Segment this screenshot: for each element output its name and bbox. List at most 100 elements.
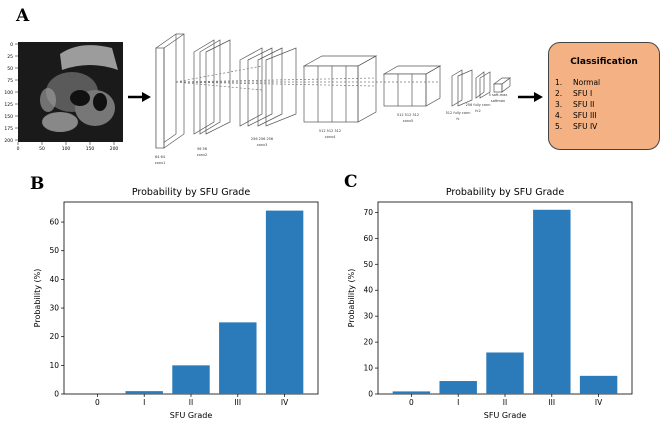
ultrasound-y-tick: 50 — [7, 66, 13, 72]
ultrasound-y-tick: 200 — [4, 138, 13, 144]
x-tick-label: I — [143, 398, 145, 407]
layer-name-conv3: conv3 — [257, 143, 268, 147]
ultrasound-y-tick: 75 — [7, 78, 13, 84]
classification-item: 5. SFU IV — [555, 121, 600, 132]
layer-name-fc: fc — [456, 117, 459, 121]
ultrasound-x-tick: 0 — [17, 146, 20, 152]
bar-IV — [265, 210, 304, 394]
bar-III — [219, 322, 257, 394]
y-axis-label: Probability (%) — [33, 269, 42, 328]
classification-title: Classification — [570, 57, 638, 67]
layer-block-conv1 — [155, 33, 185, 149]
y-tick-label: 10 — [49, 361, 59, 370]
y-tick-label: 60 — [49, 218, 59, 227]
classification-item-label: SFU IV — [573, 122, 598, 131]
x-tick-label: 0 — [95, 398, 100, 407]
layer-dims-conv4: 512 512 512 — [319, 129, 341, 133]
panel-label-b: B — [30, 174, 45, 194]
classification-item: 3. SFU II — [555, 99, 600, 110]
bar-II — [172, 365, 210, 394]
x-tick-label: I — [457, 398, 459, 407]
y-tick-label: 30 — [363, 312, 373, 321]
layer-dims-fc: 512 fully conn — [446, 111, 471, 115]
ultrasound-y-tick: 175 — [4, 126, 13, 132]
x-tick-label: IV — [595, 398, 603, 407]
layer-name-fc2: fc2 — [475, 109, 480, 113]
y-tick-label: 50 — [363, 260, 373, 269]
classification-item-number: 5. — [555, 122, 563, 131]
bar-III — [533, 209, 571, 394]
y-tick-label: 70 — [363, 208, 373, 217]
bar-II — [486, 352, 524, 394]
y-tick-label: 0 — [54, 390, 59, 399]
layer-name-conv2: conv2 — [197, 153, 208, 157]
y-tick-label: 60 — [363, 234, 373, 243]
y-tick-label: 50 — [49, 246, 59, 255]
layer-dims-conv5: 512 512 512 — [397, 113, 419, 117]
x-tick-label: III — [548, 398, 555, 407]
layer-name-conv5: conv5 — [403, 119, 414, 123]
y-tick-label: 0 — [368, 390, 373, 399]
classification-item: 1. Normal — [555, 77, 600, 88]
classification-item-number: 3. — [555, 100, 563, 109]
network-layers — [155, 33, 512, 149]
classification-list: 1. Normal 2. SFU I 3. SFU II 4. SFU III 5. SFU IV — [555, 77, 600, 132]
layer-dims-softmax: 5 soft-max — [489, 93, 508, 97]
layer-block-conv3 — [239, 47, 297, 127]
classification-item-label: SFU III — [573, 111, 597, 120]
ultrasound-x-tick: 150 — [86, 146, 95, 152]
layer-dims-conv3: 256 256 256 — [251, 137, 273, 141]
layer-name-softmax: softmax — [491, 99, 505, 103]
y-tick-label: 20 — [363, 338, 373, 347]
classification-item-label: SFU II — [573, 100, 595, 109]
classification-item: 2. SFU I — [555, 88, 600, 99]
y-tick-label: 30 — [49, 304, 59, 313]
arrow-to-classification — [518, 92, 543, 102]
layer-block-conv5 — [382, 65, 442, 107]
y-tick-label: 40 — [49, 275, 59, 284]
x-axis-label: SFU Grade — [170, 411, 213, 420]
chart-title: Probability by SFU Grade — [132, 187, 250, 198]
ultrasound-y-tick: 125 — [4, 102, 13, 108]
y-axis-label: Probability (%) — [347, 269, 356, 328]
layer-dims-conv2: 56 56 — [197, 147, 207, 151]
y-tick-label: 10 — [363, 364, 373, 373]
layer-name-conv4: conv4 — [325, 135, 336, 139]
panel-label-a: A — [16, 6, 30, 26]
ultrasound-y-tick: 150 — [4, 114, 13, 120]
ultrasound-y-tick: 0 — [10, 42, 13, 48]
classification-item-label: Normal — [573, 78, 601, 87]
layer-block-fc — [451, 69, 512, 107]
bar-0 — [392, 391, 431, 394]
bar-I — [125, 391, 163, 394]
ultrasound-x-tick: 100 — [62, 146, 71, 152]
ultrasound-y-tick: 25 — [7, 54, 13, 60]
classification-item-label: SFU I — [573, 89, 593, 98]
chart-c: Probability by SFU Grade0102030405060700… — [347, 187, 633, 420]
receptive-field-lines — [175, 65, 440, 91]
ultrasound-y-tick: 100 — [4, 90, 13, 96]
x-tick-label: IV — [281, 398, 289, 407]
layer-name-conv1: conv1 — [155, 161, 166, 165]
classification-item-number: 1. — [555, 78, 563, 87]
x-tick-label: II — [503, 398, 507, 407]
layer-block-conv2 — [193, 39, 231, 135]
ultrasound-x-tick: 200 — [110, 146, 119, 152]
bar-IV — [579, 375, 618, 394]
y-tick-label: 20 — [49, 332, 59, 341]
classification-item: 4. SFU III — [555, 110, 600, 121]
arrow-to-network — [128, 92, 151, 102]
x-tick-label: III — [234, 398, 241, 407]
layer-labels: 64 64 conv1 56 56 conv2 256 256 256 conv3 512 … — [155, 93, 508, 165]
x-axis-label: SFU Grade — [484, 411, 527, 420]
bar-I — [439, 381, 477, 394]
y-tick-label: 40 — [363, 286, 373, 295]
classification-item-number: 4. — [555, 111, 563, 120]
classification-item-number: 2. — [555, 89, 563, 98]
ultrasound-image — [18, 42, 123, 142]
layer-dims-conv1: 64 64 — [155, 155, 166, 159]
